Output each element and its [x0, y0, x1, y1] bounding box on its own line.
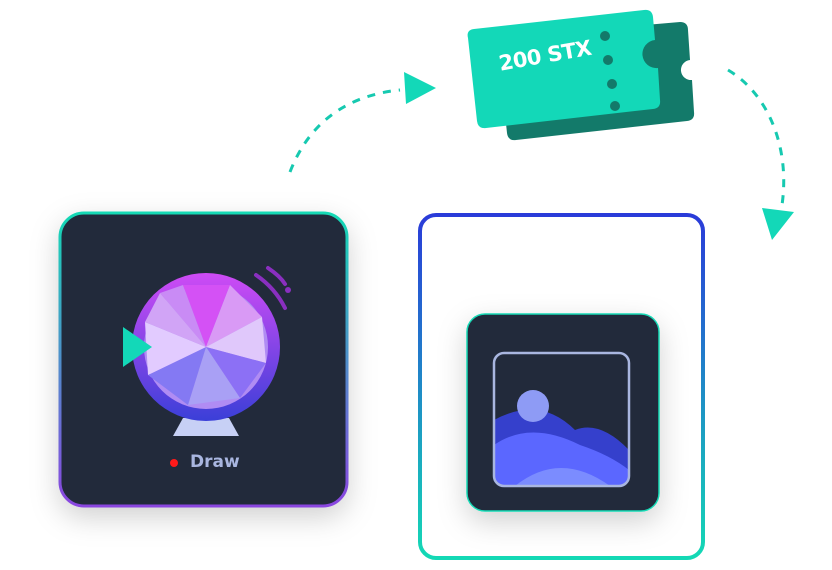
image-icon	[492, 351, 631, 488]
prize-wheel-icon	[123, 266, 291, 436]
draw-status-label: Draw	[190, 452, 240, 472]
flow-arrow-right	[727, 68, 794, 240]
status-dot	[170, 459, 178, 467]
flow-arrow-left	[288, 72, 436, 173]
ticket-icon	[467, 9, 695, 141]
